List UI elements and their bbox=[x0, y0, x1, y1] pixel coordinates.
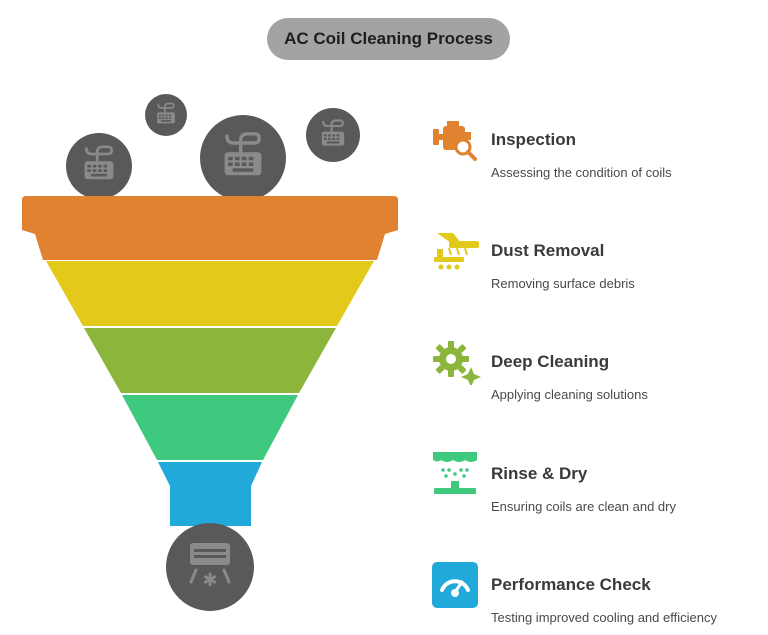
input-circle-left bbox=[66, 133, 132, 199]
step-desc-dust-removal: Removing surface debris bbox=[491, 276, 635, 291]
step-title-rinse-dry: Rinse & Dry bbox=[491, 464, 588, 483]
input-circle-right bbox=[306, 108, 360, 162]
shower-tray-icon bbox=[433, 452, 477, 494]
step-title-performance-check: Performance Check bbox=[491, 575, 651, 594]
step-desc-inspection: Assessing the condition of coils bbox=[491, 165, 672, 180]
step-desc-rinse-dry: Ensuring coils are clean and dry bbox=[491, 499, 676, 514]
step-title-inspection: Inspection bbox=[491, 130, 577, 149]
step-title-deep-cleaning: Deep Cleaning bbox=[491, 352, 610, 371]
funnel-band-inspection bbox=[22, 196, 398, 260]
step-title-dust-removal: Dust Removal bbox=[491, 241, 605, 260]
gauge-icon bbox=[432, 562, 478, 608]
funnel-band-performance-check bbox=[158, 462, 262, 526]
funnel-band-dust-removal bbox=[46, 261, 374, 326]
input-circle-center bbox=[200, 115, 286, 201]
diagram-title: AC Coil Cleaning Process bbox=[267, 18, 510, 60]
air-conditioner-icon: ✱ bbox=[189, 543, 231, 591]
step-desc-performance-check: Testing improved cooling and efficiency bbox=[491, 610, 717, 625]
step-desc-deep-cleaning: Applying cleaning solutions bbox=[491, 387, 648, 402]
input-circle-small-top bbox=[145, 94, 187, 136]
vacuum-cleaner-icon bbox=[434, 233, 479, 270]
funnel-band-rinse-dry bbox=[122, 395, 298, 460]
output-circle: ✱ bbox=[166, 523, 254, 611]
engine-search-icon bbox=[433, 121, 477, 161]
svg-text:✱: ✱ bbox=[202, 570, 217, 591]
diagram-title-text: AC Coil Cleaning Process bbox=[284, 29, 493, 48]
gear-sparkle-icon bbox=[433, 341, 481, 385]
funnel-band-deep-cleaning bbox=[84, 328, 336, 393]
